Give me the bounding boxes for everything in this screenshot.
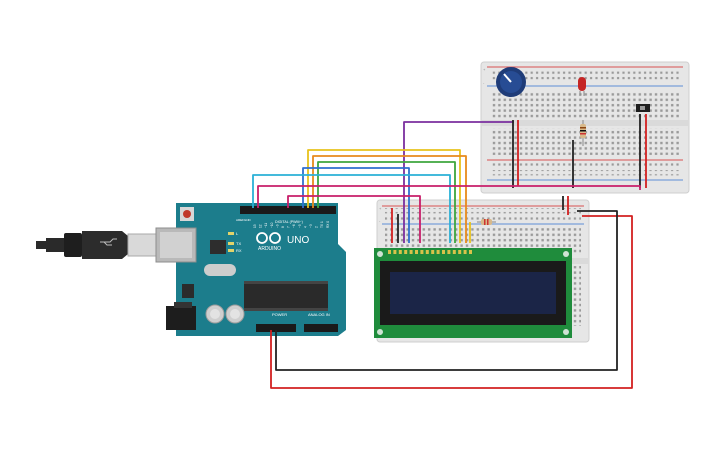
lcd-header-pin: [431, 250, 435, 254]
gnd-label: GND: [244, 218, 252, 222]
led-label-l: L: [236, 231, 239, 236]
wire-5v-red: [270, 215, 633, 389]
power-header-label: POWER: [272, 312, 287, 317]
analog-header: [304, 324, 338, 332]
lcd-header-pin: [415, 250, 418, 254]
lcd-header-pin: [463, 250, 467, 254]
arduino-logo-text: ARDUINO: [258, 246, 281, 252]
wire-green: [317, 161, 456, 243]
analog-header-label: ANALOG IN: [308, 312, 330, 317]
aref-label: AREF: [236, 218, 244, 222]
lcd-header-pin: [409, 250, 413, 254]
wires: [252, 114, 647, 389]
led-label-tx: TX: [236, 241, 241, 246]
wire-yellow: [307, 149, 461, 243]
wire-pink: [257, 185, 641, 208]
digital-pin-label: ~11: [264, 223, 268, 228]
digital-header: [240, 206, 336, 214]
wire-cyan: [252, 174, 451, 243]
digital-pin-label: TX 1: [320, 221, 324, 228]
board-model: UNO: [287, 235, 309, 246]
lcd-header-pin: [447, 250, 451, 254]
lcd-header-pin: [469, 250, 472, 254]
arduino-uno-board: L TX RX ARDUINO UNO DIGITAL (PWM~) AREF …: [155, 203, 346, 336]
digital-pin-label: RX 0: [326, 221, 330, 228]
digital-pin-label: ~10: [270, 222, 274, 228]
digital-pin-label: 8: [281, 226, 285, 228]
led-label-rx: RX: [236, 248, 242, 253]
wire-gnd-black: [275, 210, 618, 371]
wire-purple: [403, 121, 514, 243]
resistor-icon: [477, 219, 496, 225]
lcd-header-pin: [452, 250, 456, 254]
resistor-icon: [580, 120, 586, 146]
usb-plug-icon: [36, 231, 157, 259]
wire-orange: [312, 155, 467, 243]
slide-switch-icon: [636, 104, 650, 112]
lcd-16x2-icon: [374, 248, 572, 338]
rail-sign-plus: +: [483, 67, 486, 72]
atmega-chip: [244, 284, 328, 308]
power-header: [256, 324, 296, 332]
digital-pin-label: ~6: [292, 224, 296, 228]
rail-sign-plus: +: [379, 206, 382, 211]
lcd-header-pin: [398, 250, 402, 254]
digital-pin-label: ~5: [298, 224, 302, 228]
lcd-header-pin: [420, 250, 424, 254]
lcd-header-pin: [442, 250, 445, 254]
lcd-header-pin: [436, 250, 440, 254]
rail-sign-minus: -: [379, 218, 381, 223]
arduino-infinity-logo: [256, 232, 281, 244]
lcd-header-pin: [393, 250, 397, 254]
lcd-header-pin: [458, 250, 462, 254]
digital-pin-label: ~9: [275, 224, 279, 228]
rail-sign-minus: -: [483, 80, 485, 85]
digital-pin-label: 12: [259, 224, 263, 228]
digital-pin-label: ~3: [309, 224, 313, 228]
digital-pin-label: 2: [315, 226, 319, 228]
red-led-icon: [578, 77, 586, 96]
wire-pink2: [287, 195, 421, 243]
lcd-header-pin: [404, 250, 408, 254]
lcd-header-pin: [388, 250, 391, 254]
wire-blue: [302, 167, 410, 243]
lcd-header-pin: [425, 250, 429, 254]
digital-header-label: DIGITAL (PWM~): [275, 220, 303, 224]
potentiometer-icon: [496, 67, 526, 97]
digital-pin-label: 4: [303, 226, 307, 228]
digital-pin-label: 13: [253, 224, 257, 228]
digital-pin-label: 7: [287, 226, 291, 228]
